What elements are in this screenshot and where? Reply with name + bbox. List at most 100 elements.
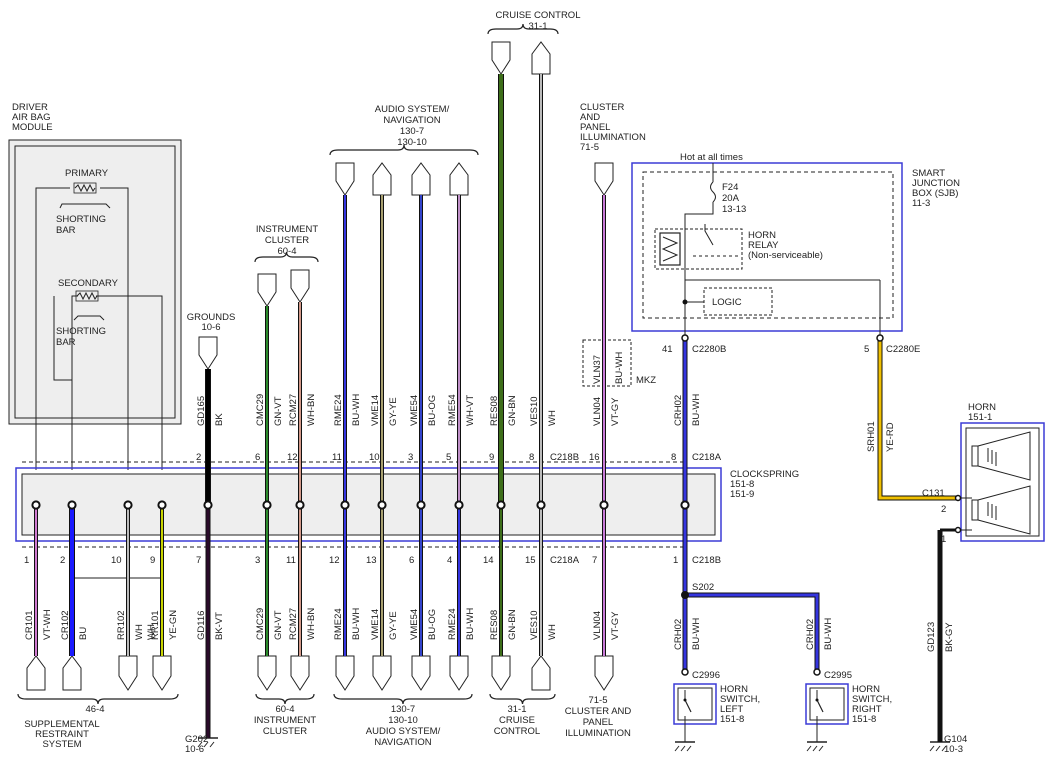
audio-system-top-label-line: 130-7 (400, 126, 424, 137)
clockspring-pin-dot (67, 500, 77, 510)
splice-s202-label: S202 (692, 582, 714, 593)
horn-lower (971, 485, 1031, 535)
bottom-wire-circuit-label: VES10 (529, 610, 540, 640)
cluster-illumination-bottom-label-line: ILLUMINATION (565, 728, 631, 739)
g202-ground (197, 741, 203, 748)
audio-system-bottom-label-line: 130-7 (391, 704, 415, 715)
bottom-wire-pin-label: 1 (24, 555, 29, 566)
primary-shorting-bar (59, 203, 111, 209)
clockspring-pin-dot (496, 500, 506, 510)
primary-shorting-bar-label-line: BAR (56, 225, 76, 236)
secondary-squib (76, 291, 98, 301)
c2995-label: C2995 (824, 670, 852, 681)
instrument-cluster-bottom-label-line: 60-4 (275, 704, 294, 715)
srh01-color-label: YE-RD (885, 422, 896, 452)
srs-bottom-brace (17, 693, 179, 705)
cruise-control-bottom-label-line: CONTROL (494, 726, 540, 737)
horn-pin-1 (954, 526, 962, 534)
cluster-illumination-bottom-label-line: 71-5 (588, 695, 607, 706)
horn-relay-contact (704, 224, 714, 246)
bottom-wire-pin-label: 4 (447, 555, 452, 566)
clockspring-pin-dot (203, 500, 213, 510)
bottom-wire-circuit-label: CMC29 (255, 608, 266, 640)
g104-ground (929, 745, 935, 752)
srh01-wire-outline (877, 335, 958, 501)
instrument-cluster-top-label-line: 60-4 (277, 246, 296, 257)
smart-junction-box-label-line: BOX (SJB) (912, 188, 958, 199)
c2280b-label: C2280B (692, 344, 726, 355)
horn-label-line: HORN (968, 402, 996, 413)
driver-air-bag-module (8, 139, 182, 425)
top-wire-color-label: BU-OG (427, 395, 438, 426)
g202-ground (203, 741, 209, 748)
gd123-color-label: BK-GY (944, 622, 955, 652)
horn-switch-right-color-label: BU-WH (823, 618, 834, 650)
hot-at-all-times-label: Hot at all times (680, 152, 743, 163)
clockspring-pin-dot (416, 500, 426, 510)
diagram-wires (34, 74, 958, 742)
g202-ground (209, 741, 215, 748)
bottom-connector-1 (62, 655, 82, 691)
cruise-control-top-label-line: CRUISE CONTROL (496, 10, 581, 21)
horn-switch-right-circuit-label: CRH02 (805, 619, 816, 650)
driver-air-bag-label-line: MODULE (12, 122, 53, 133)
top-wire-circuit-label: VES10 (529, 396, 540, 426)
bottom-wire-circuit-label: CR102 (60, 610, 71, 640)
top-wire-pin-label: 3 (408, 452, 413, 463)
top-wire-circuit-label: RME24 (333, 394, 344, 426)
horn-switch-left-contact-dot (683, 698, 687, 702)
c218a-top-label: C218A (692, 452, 722, 463)
diagram-overlay (31, 299, 962, 702)
bottom-wire-color-label: BU (78, 627, 89, 640)
top-connector-6 (449, 162, 469, 196)
bottom-wire-circuit-label: RCM27 (288, 608, 299, 640)
bottom-wire-color-label: GN-BN (507, 609, 518, 640)
top-wire-color-label: WH (547, 410, 558, 426)
fuse-label-line: 13-13 (722, 204, 746, 215)
mkz-color-label: BU-WH (614, 352, 625, 384)
bottom-wire-pin-label: 14 (483, 555, 494, 566)
bottom-connector-6 (290, 655, 310, 691)
srh01-circuit-label: SRH01 (866, 421, 877, 452)
fuse-label-line: 20A (722, 193, 740, 204)
secondary-return (53, 296, 72, 381)
gd123-circuit-label: GD123 (926, 622, 937, 652)
grounds-top-label-line: GROUNDS (187, 312, 236, 323)
bottom-connector-9 (411, 655, 431, 691)
bottom-wire-circuit-label: CR101 (24, 610, 35, 640)
horn-switch-left-ground (686, 745, 692, 752)
g104-ground (935, 745, 941, 752)
horn-switch-right-wire-outline (685, 592, 820, 672)
bottom-connector-7 (335, 655, 355, 691)
horn-switch-left-label-line: LEFT (720, 704, 743, 715)
horn-switch-right-contact-arm (816, 699, 824, 713)
clockspring-pin-dot (680, 500, 690, 510)
g104-label-line: 10-3 (944, 744, 963, 755)
bottom-wire-circuit-label: RME24 (333, 608, 344, 640)
smart-junction-box-label-line: JUNCTION (912, 178, 960, 189)
horn-switch-right-ground (806, 745, 812, 752)
top-wire-circuit-label: VME54 (409, 395, 420, 426)
c2280b-pin-label: 41 (662, 344, 673, 355)
fuse-label-line: F24 (722, 182, 738, 193)
clockspring-pin-dot (599, 500, 609, 510)
bottom-wire-color-label: BU-WH (465, 608, 476, 640)
fuse-f24 (710, 181, 716, 203)
horn-switch-right-wire-core (685, 593, 819, 672)
top-wire-circuit-label: VME14 (370, 395, 381, 426)
bottom-wire-color-label: BK-VT (214, 612, 225, 640)
smart-junction-box-outer (631, 162, 903, 332)
horn-switch-left-color-label: BU-WH (691, 618, 702, 650)
secondary-shorting-bar-label-line: SHORTING (56, 326, 106, 337)
top-wire-pin-label: 5 (446, 452, 451, 463)
bottom-wire-circuit-label: RME24 (447, 608, 458, 640)
top-connector-2 (290, 269, 310, 303)
horn-switch-right-pin (813, 668, 821, 676)
top-wire-circuit-label: VLN04 (592, 397, 603, 426)
horn-relay-label-line: HORN (748, 230, 776, 241)
clockspring-pin-dot (123, 500, 133, 510)
bottom-wire-circuit-label: VLN04 (592, 611, 603, 640)
bottom-wire-circuit-label: GD116 (196, 611, 207, 640)
top-wire-color-label: GN-VT (273, 396, 284, 426)
